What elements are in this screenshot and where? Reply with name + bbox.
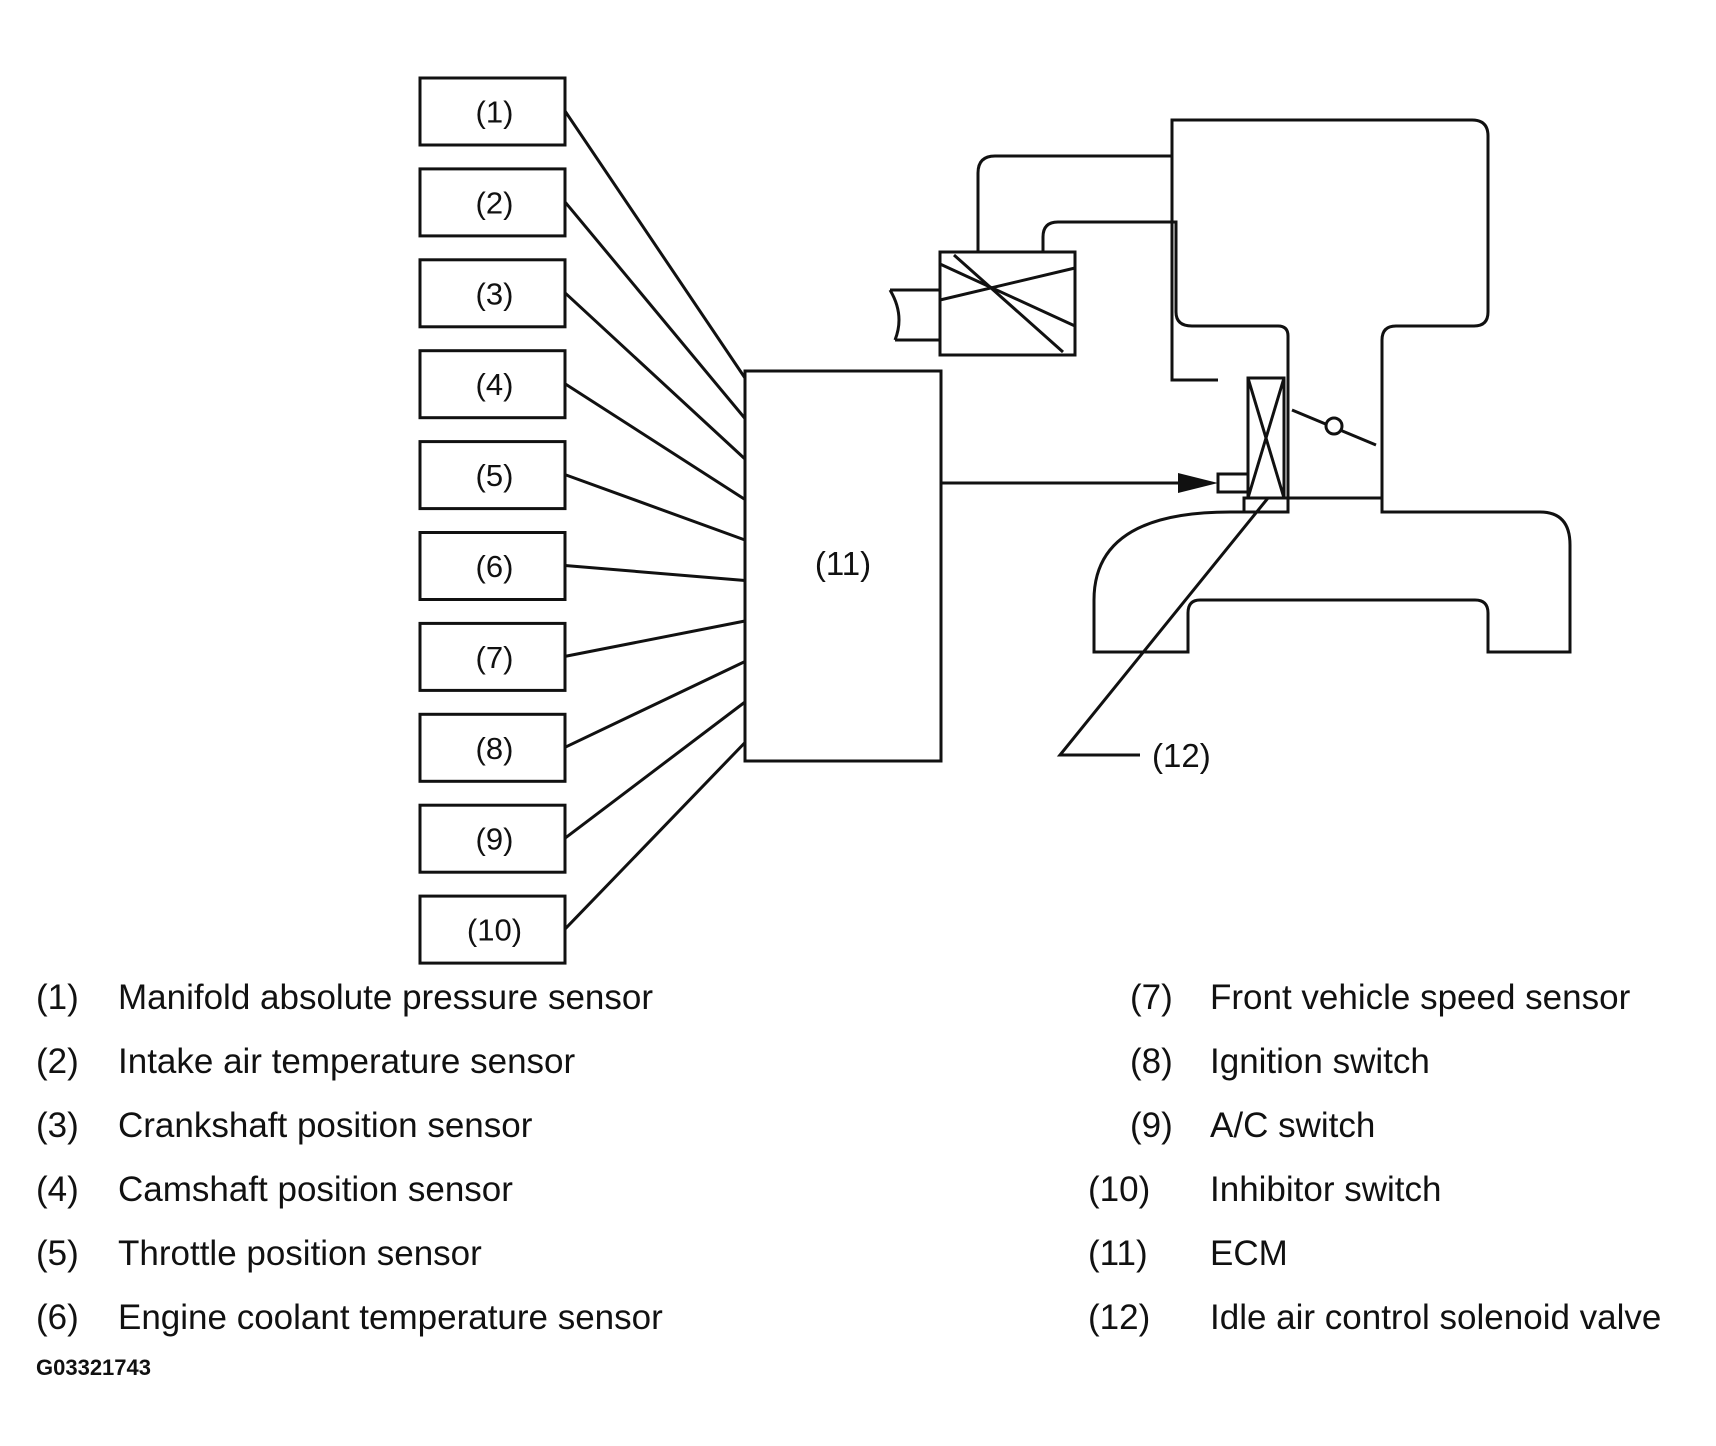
sensor-box-label-9: (9) [476,822,514,857]
legend-text: Inhibitor switch [1210,1170,1442,1209]
sensor-box-label-3: (3) [476,276,514,311]
legend-number: (5) [36,1234,79,1273]
legend-number: (9) [1130,1106,1173,1145]
sensor-wire-8 [564,660,746,749]
legend-number: (8) [1130,1042,1173,1081]
sensor-wire-3 [563,291,747,461]
iac-valve-connector [1216,472,1250,494]
legend-text: Engine coolant temperature sensor [118,1298,663,1337]
legend-text: ECM [1210,1234,1288,1273]
sensor-wire-4 [564,382,746,501]
legend-text: Idle air control solenoid valve [1210,1298,1662,1337]
throttle-shaft [1324,416,1344,436]
air-filter [938,250,1077,357]
sensor-box-label-5: (5) [476,458,514,493]
sensor-box-label-6: (6) [476,549,514,584]
iac-valve-base [1242,496,1290,514]
sensor-box-label-4: (4) [476,367,514,402]
legend-number: (7) [1130,978,1173,1017]
legend-number: (1) [36,978,79,1017]
sensor-wire-1 [563,110,747,379]
sensor-box-8 [418,712,567,783]
legend-text: Throttle position sensor [118,1234,482,1273]
ecm-box [743,369,943,763]
sensor-boxes: (1) (2) (3) (4) (5) (6) (7) (8) (9) (10) [418,76,567,965]
valve-leader-line [1056,497,1270,757]
intake-system [888,118,1572,757]
legend-number: (10) [1088,1170,1151,1209]
legend-text: Manifold absolute pressure sensor [118,978,654,1017]
sensor-box-label-1: (1) [476,95,514,130]
ecm-label: (11) [815,545,871,582]
sensor-box-label-8: (8) [476,731,514,766]
legend-text: Camshaft position sensor [118,1170,513,1209]
sensor-wire-10 [563,741,747,931]
inlet-duct [976,154,1172,252]
sensor-wire-6 [564,564,746,582]
sensor-box-9 [418,803,567,874]
sensor-wire-7 [564,619,746,658]
sensor-box-10 [418,894,567,965]
legend-number: (6) [36,1298,79,1337]
sensor-wire-2 [563,200,747,420]
legend-text: A/C switch [1210,1106,1376,1145]
sensor-wire-5 [564,473,746,542]
legend-text: Ignition switch [1210,1042,1430,1081]
sensor-wires [563,110,747,931]
sensor-box-label-2: (2) [476,185,514,220]
legend-number: (4) [36,1170,79,1209]
legend-number: (3) [36,1106,79,1145]
legend-number: (2) [36,1042,79,1081]
intake-manifold [1092,498,1572,654]
legend-text: Intake air temperature sensor [118,1042,576,1081]
legend-number: (11) [1088,1234,1148,1273]
sensor-wire-9 [564,700,746,840]
legend-text: Front vehicle speed sensor [1210,978,1631,1017]
arrow-head-icon [1178,473,1218,493]
legend-number: (12) [1088,1298,1151,1337]
sensor-box-label-10: (10) [467,913,522,948]
legend-text: Crankshaft position sensor [118,1106,533,1145]
inlet-snorkel [888,288,940,342]
figure-id: G03321743 [36,1355,151,1380]
sensor-box-label-7: (7) [476,640,514,675]
valve-label: (12) [1152,737,1211,774]
sensor-box-7 [418,621,567,692]
